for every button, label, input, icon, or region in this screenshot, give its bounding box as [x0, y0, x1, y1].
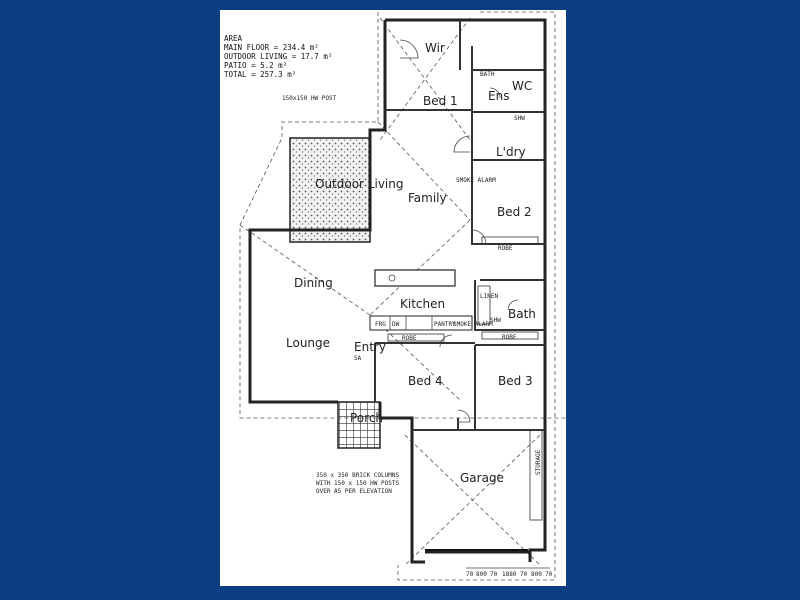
room-garage: Garage: [460, 471, 504, 485]
room-bath: Bath: [508, 307, 536, 321]
room-bed2: Bed 2: [497, 205, 532, 219]
area-heading: AREA: [224, 34, 243, 43]
label-frg: FRG: [375, 321, 386, 328]
door-ens: [489, 87, 501, 99]
porch-tiles: [337, 401, 381, 449]
room-kitchen: Kitchen: [400, 297, 445, 311]
room-entry: Entry: [354, 340, 386, 354]
room-wc: WC: [512, 79, 532, 93]
door-bath: [507, 299, 519, 311]
dim-2: 70: [490, 571, 498, 578]
columns-note-1: 350 x 350 BRICK COLUMNS: [316, 472, 399, 479]
robe-bed3: [481, 331, 539, 340]
door-bed2: [471, 229, 487, 245]
door-bed4: [439, 334, 453, 348]
dim-5: 800: [531, 571, 542, 578]
dim-0: 70: [466, 571, 474, 578]
area-line-patio: PATIO = 5.2 m²: [224, 61, 287, 70]
room-bed3: Bed 3: [498, 374, 533, 388]
columns-note-3: OVER AS PER ELEVATION: [316, 488, 392, 495]
label-smoke-2: SMOKE ALARM: [453, 321, 493, 328]
door-bed3: [457, 409, 471, 423]
room-bed4: Bed 4: [408, 374, 443, 388]
dim-3: 1880: [502, 571, 517, 578]
floor-plan-drawing: AREA MAIN FLOOR = 234.4 m² OUTDOOR LIVIN…: [224, 11, 566, 581]
robe-entry: [387, 333, 445, 342]
storage-strip: [529, 429, 543, 521]
room-porch: Porch: [350, 411, 383, 425]
outdoor-living-slab: [289, 137, 371, 243]
label-robe-bed2: ROBE: [498, 245, 513, 252]
sink-icon: [388, 274, 396, 282]
floor-plan-sheet: AREA MAIN FLOOR = 234.4 m² OUTDOOR LIVIN…: [220, 10, 566, 586]
kitchen-bench: [369, 315, 473, 331]
kitchen-island: [374, 269, 456, 287]
room-lounge: Lounge: [286, 336, 330, 350]
label-sa: SA: [354, 355, 362, 362]
label-shw: SHW: [490, 317, 501, 324]
door-laundry: [453, 135, 471, 153]
dim-1: 800: [476, 571, 487, 578]
linen-cupboard: [477, 285, 491, 325]
room-wir: Wir: [425, 41, 445, 55]
door-wir: [399, 39, 419, 59]
room-ens: Ens: [488, 89, 509, 103]
room-family: Family: [408, 191, 447, 205]
dim-6: 70: [545, 571, 553, 578]
room-dining: Dining: [294, 276, 333, 290]
room-bed1: Bed 1: [423, 94, 458, 108]
label-robe-entry: ROBE: [402, 335, 417, 342]
label-robe-bed3: ROBE: [502, 334, 517, 341]
room-bath-small: BATH: [480, 71, 495, 78]
area-line-total: TOTAL = 257.3 m²: [224, 70, 296, 79]
label-pantry: PANTRY: [434, 321, 456, 328]
post-note: 150x150 HW POST: [282, 95, 337, 102]
room-laundry: L'dry: [496, 145, 526, 159]
label-linen: LINEN: [480, 293, 498, 300]
area-line-main-floor: MAIN FLOOR = 234.4 m²: [224, 43, 319, 52]
room-outdoor-living: Outdoor Living: [315, 177, 403, 191]
dim-4: 70: [520, 571, 528, 578]
label-storage: STORAGE: [535, 449, 542, 475]
label-dw: DW: [392, 321, 400, 328]
robe-bed2: [481, 236, 539, 245]
label-smoke-1: SMOKE ALARM: [456, 177, 496, 184]
columns-note-2: WITH 150 x 150 HW POSTS: [316, 480, 399, 487]
area-line-outdoor: OUTDOOR LIVING = 17.7 m²: [224, 52, 332, 61]
room-shw: SHW: [514, 115, 525, 122]
